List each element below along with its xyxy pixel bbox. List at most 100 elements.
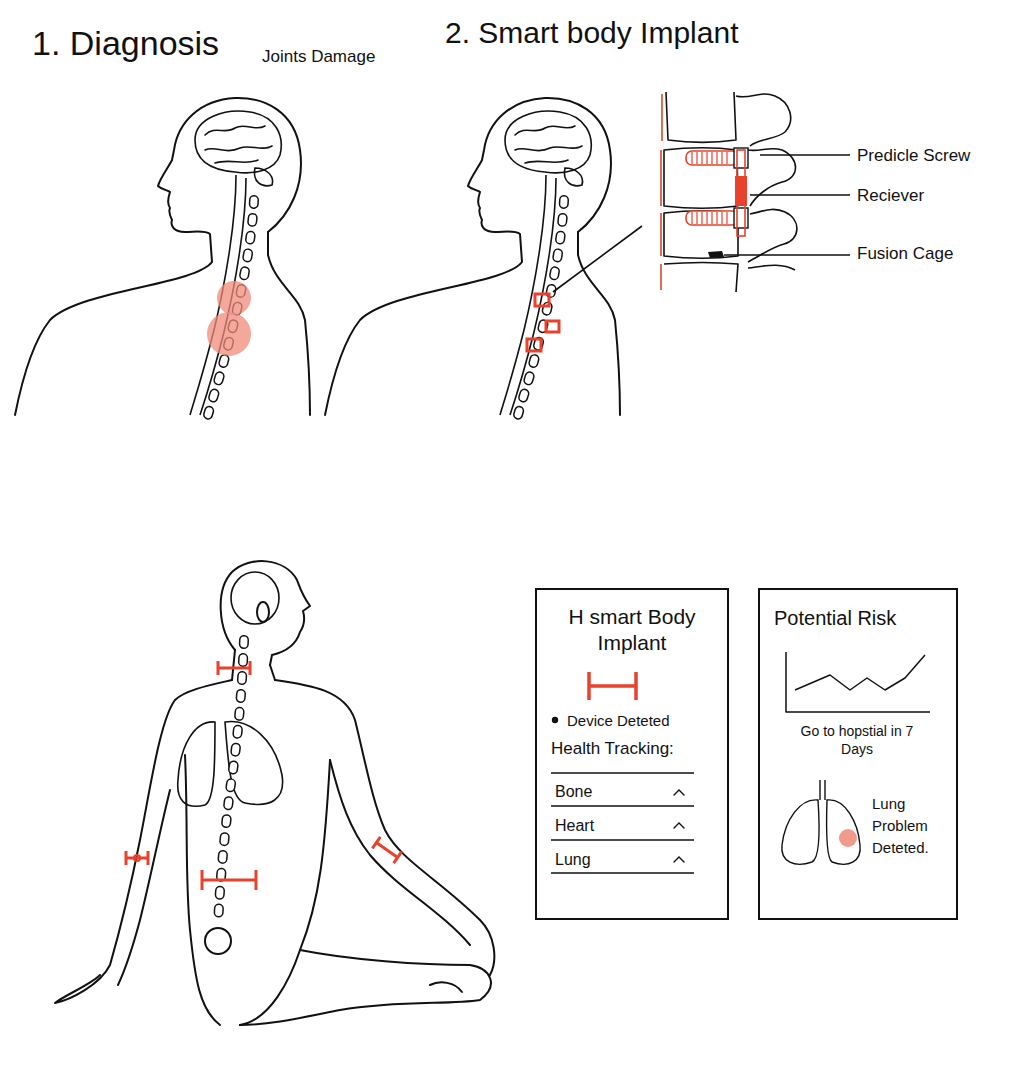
- vertebra: [664, 92, 797, 292]
- leader-line: [760, 154, 850, 155]
- damage-marker: [207, 281, 251, 356]
- seated-figure: [330, 760, 470, 945]
- vertebra-edge: [661, 94, 663, 141]
- expand-chevron: [674, 857, 684, 862]
- table-rule: [551, 772, 694, 773]
- pedicle-screw: [711, 152, 712, 164]
- pedicle-screw: [706, 152, 707, 164]
- vertebra-edge: [661, 94, 662, 290]
- vertebrae: [205, 640, 244, 954]
- seated-figure: [240, 760, 330, 1025]
- leader-line: [724, 254, 850, 255]
- pedicle-screw: [691, 212, 692, 224]
- table-rule: [551, 773, 694, 873]
- risk-chart: [786, 652, 930, 712]
- pedicle-screw: [686, 211, 738, 225]
- seated-figure: [232, 650, 235, 680]
- seated-figure: [55, 680, 232, 1003]
- implant-marker: [546, 321, 559, 332]
- risk-chart: [786, 652, 930, 712]
- seated-figure: [178, 722, 215, 806]
- section-subtitle: Joints Damage: [262, 46, 375, 67]
- vertebra: [664, 263, 738, 293]
- section-heading: 2. Smart body Implant: [445, 14, 738, 52]
- table-rule: [551, 839, 694, 840]
- damage-marker: [217, 281, 251, 315]
- table-cell: Lung: [555, 850, 675, 870]
- app-screen: H smart Body ImplantDevice DetetedHealth…: [535, 588, 729, 920]
- leader-line: [553, 226, 642, 292]
- vertebrae: [218, 640, 244, 926]
- implant-figure: [325, 98, 620, 415]
- part-label: Predicle Screw: [857, 145, 970, 166]
- implant-marker: [535, 294, 549, 306]
- part-label: Fusion Cage: [857, 243, 953, 264]
- leader-line: [724, 155, 850, 255]
- expand-chevron: [674, 823, 684, 828]
- implant-icon: [589, 672, 636, 700]
- seated-figure: [55, 561, 494, 1025]
- pedicle-screw: [711, 212, 712, 224]
- pedicle-screw: [716, 212, 717, 224]
- lung-icon: [782, 800, 819, 864]
- vertebra-edge: [660, 150, 662, 206]
- seated-figure: [221, 561, 310, 665]
- pedicle-screw: [701, 152, 702, 164]
- vertebra: [748, 209, 797, 262]
- status-text: Device Deteted: [567, 712, 717, 731]
- seated-figure: [270, 665, 275, 680]
- implant-bracket: [218, 661, 250, 675]
- seated-figure: [231, 572, 279, 624]
- vertebra: [748, 265, 795, 270]
- pedicle-screw: [686, 151, 738, 165]
- fusion-cage: [708, 251, 724, 258]
- vertebra-edge: [660, 264, 662, 290]
- pedicle-screw: [691, 152, 692, 164]
- pedicle-screw: [716, 152, 717, 164]
- seated-figure: [118, 790, 170, 985]
- section-heading: 1. Diagnosis: [32, 22, 219, 65]
- app-screen: Potential Risk Go to hopstial in 7 DaysLu…: [758, 588, 958, 920]
- lung-icon: [827, 800, 861, 864]
- pedicle-screw: [726, 212, 727, 224]
- pedicle-screw: [734, 208, 748, 228]
- pedicle-screw: [721, 212, 722, 224]
- status-bullet: [552, 717, 558, 723]
- screen-heading: Potential Risk: [774, 606, 944, 631]
- implant-bracket: [126, 661, 402, 890]
- pedicle-screw: [696, 152, 697, 164]
- implant-marker: [527, 339, 541, 351]
- alert-text: Lung Problem Deteted.: [872, 793, 950, 858]
- damage-marker: [207, 312, 251, 356]
- part-label: Reciever: [857, 185, 924, 206]
- expand-chevron: [674, 790, 684, 795]
- vertebra: [736, 94, 791, 146]
- implant-bracket: [202, 870, 256, 890]
- section-label: Health Tracking:: [551, 738, 721, 759]
- pedicle-screw: [696, 212, 697, 224]
- table-cell: Heart: [555, 816, 675, 836]
- implant-bracket: [126, 851, 148, 865]
- problem-spot: [839, 829, 857, 847]
- diagnosis-figure: [15, 98, 310, 415]
- pedicle-screw: [726, 152, 727, 164]
- seated-figure: [257, 602, 269, 622]
- vertebra: [748, 149, 796, 206]
- implant-bracket: [372, 837, 401, 863]
- pedicle-screw: [706, 212, 707, 224]
- receiver: [735, 176, 747, 206]
- advice-text: Go to hopstial in 7 Days: [799, 723, 915, 758]
- pedicle-screw: [721, 152, 722, 164]
- leader-line: [750, 194, 850, 195]
- seated-figure: [240, 950, 491, 1025]
- table-rule: [551, 805, 694, 806]
- pedicle-screw: [701, 212, 702, 224]
- lung-icon: [820, 780, 825, 800]
- pedicle-screw: [734, 148, 748, 168]
- vertebrae: [205, 928, 231, 954]
- vertebra: [664, 148, 738, 209]
- vertebrae: [218, 640, 244, 926]
- vertebra: [666, 92, 736, 142]
- spine-inset: [661, 92, 850, 292]
- table-rule: [551, 872, 694, 873]
